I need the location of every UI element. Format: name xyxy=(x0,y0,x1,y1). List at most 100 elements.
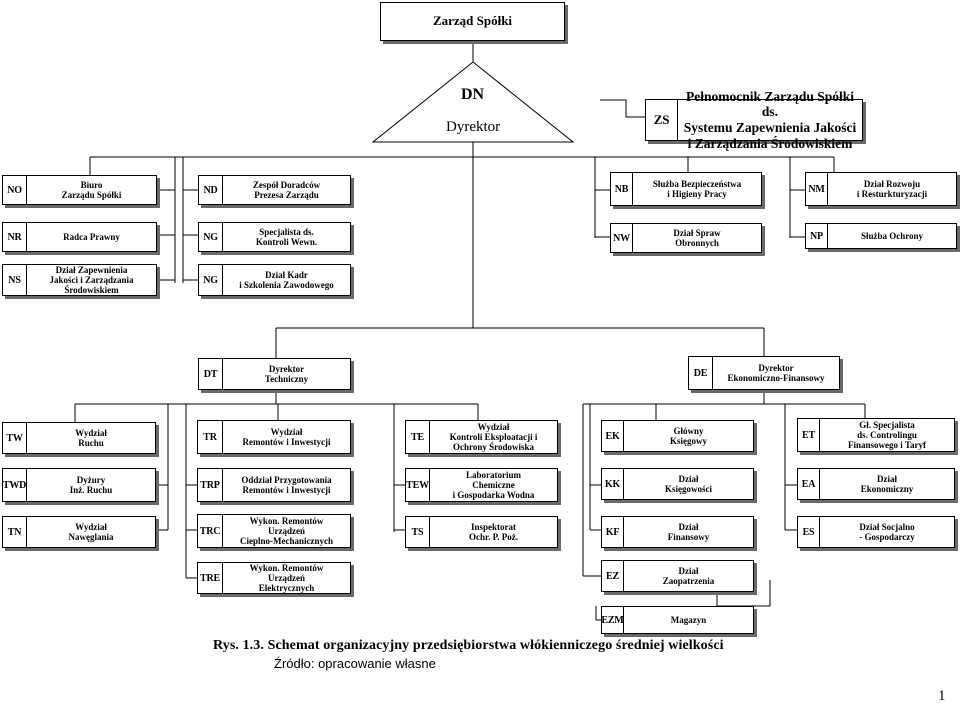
unit-box-ts: TS Inspektorat Ochr. P. Poż. xyxy=(405,516,558,548)
unit-code-tr: TR xyxy=(198,421,223,453)
unit-code-zs: ZS xyxy=(646,100,678,140)
unit-box-tn: TN Wydział Nawęglania xyxy=(2,516,156,548)
unit-box-tre: TRE Wykon. Remontów Urządzeń Elektrycznyc… xyxy=(197,562,351,594)
unit-name-de: Dyrektor Ekonomiczno-Finansowy xyxy=(727,362,825,383)
unit-code-ng2: NG xyxy=(199,265,223,295)
director-code: DN xyxy=(461,86,485,103)
unit-code-nb: NB xyxy=(611,173,633,205)
unit-code-tn: TN xyxy=(3,517,27,547)
unit-name-et: Gł. Specjalista ds. Controlingu Finansow… xyxy=(847,419,926,451)
unit-name-ek: Główny Księgowy xyxy=(670,425,707,446)
unit-code-np: NP xyxy=(806,224,828,248)
unit-code-trp: TRP xyxy=(198,469,223,501)
unit-box-tr: TR Wydział Remontów i Inwestycji xyxy=(197,420,351,454)
unit-name-ng1: Specjalista ds. Kontroli Wewn. xyxy=(255,226,318,247)
unit-code-ts: TS xyxy=(406,517,430,547)
unit-name-trc: Wykon. Remontów Urządzeń Cieplno-Mechani… xyxy=(240,515,333,547)
unit-code-nr: NR xyxy=(3,223,27,251)
unit-box-ezm: EZM Magazyn xyxy=(601,606,754,634)
unit-name-zs: Pełnomocnik Zarządu Spółki ds. Systemu Z… xyxy=(683,88,857,151)
unit-code-tew: TEW xyxy=(406,469,430,501)
unit-name-nw: Dział Spraw Obronnych xyxy=(673,227,721,248)
unit-name-trp: Oddział Przygotowania Remontów i Inwesty… xyxy=(241,474,332,495)
unit-box-ns: NS Dział Zapewnienia Jakości i Zarządzani… xyxy=(2,264,157,296)
unit-box-te: TE Wydział Kontroli Eksploatacji i Ochron… xyxy=(405,420,558,454)
unit-box-kk: KK Dział Księgowości xyxy=(601,468,754,500)
unit-name-tr: Wydział Remontów i Inwestycji xyxy=(242,426,331,447)
unit-box-ng2: NG Dział Kadr i Szkolenia Zawodowego xyxy=(198,264,351,296)
management-board-label: Zarząd Spółki xyxy=(432,13,513,29)
unit-name-ns: Dział Zapewnienia Jakości i Zarządzania … xyxy=(49,264,134,296)
unit-box-trc: TRC Wykon. Remontów Urządzeń Cieplno-Mech… xyxy=(197,514,351,548)
figure-source: Źródło: opracowanie własne xyxy=(274,656,436,671)
unit-code-nd: ND xyxy=(199,176,223,204)
figure-caption: Rys. 1.3. Schemat organizacyjny przedsię… xyxy=(213,638,724,653)
unit-name-tre: Wykon. Remontów Urządzeń Elektrycznych xyxy=(249,562,324,594)
unit-code-kf: KF xyxy=(602,517,624,547)
unit-code-tre: TRE xyxy=(198,563,223,593)
unit-name-tn: Wydział Nawęglania xyxy=(68,521,114,542)
unit-code-nm: NM xyxy=(806,173,828,205)
unit-code-twd: TWD xyxy=(3,469,27,501)
unit-code-te: TE xyxy=(406,421,430,453)
unit-name-ea: Dział Ekonomiczny xyxy=(860,473,914,494)
unit-box-no: NO Biuro Zarządu Spółki xyxy=(2,175,157,205)
unit-code-de: DE xyxy=(689,357,713,389)
unit-code-tw: TW xyxy=(3,423,27,453)
unit-name-twd: Dyżury Inż. Ruchu xyxy=(69,474,113,495)
unit-box-es: ES Dział Socjalno - Gospodarczy xyxy=(797,516,955,548)
unit-box-ek: EK Główny Księgowy xyxy=(601,420,754,452)
unit-box-dt: DT Dyrektor Techniczny xyxy=(198,358,351,390)
unit-code-trc: TRC xyxy=(198,515,223,547)
unit-box-tw: TW Wydział Ruchu xyxy=(2,422,156,454)
unit-box-trp: TRP Oddział Przygotowania Remontów i Inwe… xyxy=(197,468,351,502)
unit-box-np: NP Służba Ochrony xyxy=(805,223,957,249)
unit-code-dt: DT xyxy=(199,359,223,389)
unit-box-nr: NR Radca Prawny xyxy=(2,222,157,252)
unit-name-tew: Laboratorium Chemiczne i Gospodarka Wodn… xyxy=(452,469,535,501)
unit-name-np: Służba Ochrony xyxy=(860,230,924,241)
unit-code-nw: NW xyxy=(611,224,633,252)
unit-box-ng1: NG Specjalista ds. Kontroli Wewn. xyxy=(198,222,351,252)
unit-name-nr: Radca Prawny xyxy=(63,231,120,242)
unit-name-kk: Dział Księgowości xyxy=(665,473,712,494)
unit-name-no: Biuro Zarządu Spółki xyxy=(61,179,122,200)
unit-code-et: ET xyxy=(798,419,820,451)
management-board-box: Zarząd Spółki xyxy=(380,2,565,41)
unit-code-ek: EK xyxy=(602,421,624,451)
unit-code-ezm: EZM xyxy=(601,607,624,633)
unit-name-tw: Wydział Ruchu xyxy=(75,427,107,448)
unit-name-ezm: Magazyn xyxy=(670,614,707,625)
unit-box-nm: NM Dział Rozwoju i Resturkturyzacji xyxy=(805,172,957,206)
unit-name-te: Wydział Kontroli Eksploatacji i Ochrony … xyxy=(449,421,538,453)
unit-name-ng2: Dział Kadr i Szkolenia Zawodowego xyxy=(239,269,334,290)
unit-name-nm: Dział Rozwoju i Resturkturyzacji xyxy=(856,178,928,199)
unit-box-et: ET Gł. Specjalista ds. Controlingu Finans… xyxy=(797,418,955,452)
unit-code-ng1: NG xyxy=(199,223,223,251)
unit-name-dt: Dyrektor Techniczny xyxy=(264,363,309,384)
unit-box-ez: EZ Dział Zaopatrzenia xyxy=(601,560,754,592)
unit-name-ez: Dział Zaopatrzenia xyxy=(662,565,715,586)
unit-code-ez: EZ xyxy=(602,561,624,591)
unit-code-es: ES xyxy=(798,517,820,547)
unit-name-kf: Dział Finansowy xyxy=(667,521,710,542)
unit-name-nd: Zespół Doradców Prezesa Zarządu xyxy=(252,179,321,200)
unit-box-nb: NB Służba Bezpieczeństwa i Higieny Pracy xyxy=(610,172,762,206)
unit-box-nd: ND Zespół Doradców Prezesa Zarządu xyxy=(198,175,351,205)
unit-box-twd: TWD Dyżury Inż. Ruchu xyxy=(2,468,156,502)
unit-name-es: Dział Socjalno - Gospodarczy xyxy=(859,521,915,542)
unit-name-ts: Inspektorat Ochr. P. Poż. xyxy=(468,521,519,542)
unit-code-ns: NS xyxy=(3,265,27,295)
director-triangle xyxy=(371,61,575,143)
unit-name-nb: Służba Bezpieczeństwa i Higieny Pracy xyxy=(652,178,742,199)
unit-code-ea: EA xyxy=(798,469,820,499)
unit-box-de: DE Dyrektor Ekonomiczno-Finansowy xyxy=(688,356,840,390)
unit-box-ea: EA Dział Ekonomiczny xyxy=(797,468,955,500)
unit-box-nw: NW Dział Spraw Obronnych xyxy=(610,223,762,253)
page-number: 1 xyxy=(938,688,946,704)
director-name: Dyrektor xyxy=(446,119,501,135)
unit-code-kk: KK xyxy=(602,469,624,499)
unit-code-no: NO xyxy=(3,176,27,204)
